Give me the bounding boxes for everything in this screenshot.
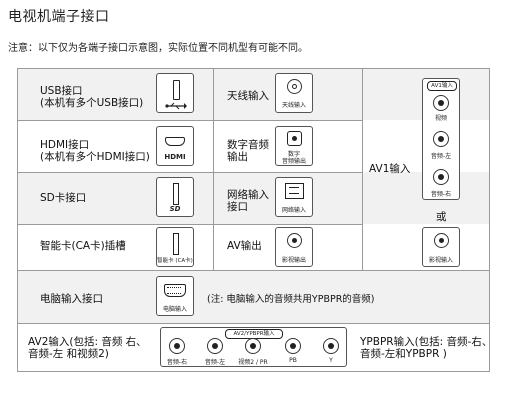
- page-title: 电视机端子接口: [8, 9, 110, 25]
- av1-label: AV1输入: [369, 163, 411, 175]
- av-out-port-icon: 影视输出: [275, 227, 313, 267]
- network-label: 网络输入: [227, 189, 269, 201]
- ypbpr-label-2: 音频-左和YPBPR ): [360, 348, 447, 360]
- table-line: [213, 68, 214, 271]
- av2-label: AV2输入(包括: 音频 右、: [28, 336, 147, 348]
- antenna-label: 天线输入: [227, 90, 269, 102]
- ypbpr-label: YPBPR输入(包括: 音频-右、: [360, 336, 493, 348]
- antenna-port-icon: 天线输入: [275, 73, 313, 113]
- row-bg-5: [17, 271, 489, 323]
- network-caption: 网络输入: [281, 207, 306, 214]
- page-note: 注意：以下仅为各端子接口示意图，实际位置不同机型有可能不同。: [8, 43, 308, 54]
- table-line: [17, 120, 362, 121]
- table-border-bottom: [17, 371, 490, 372]
- pc-input-note: (注: 电脑输入的音频共用YPBPR的音频): [207, 294, 375, 305]
- av1-panel-title: AV1输入: [427, 81, 457, 91]
- av1-audio-left-caption: 音频-左: [430, 153, 452, 160]
- row-bg-1: [17, 69, 489, 120]
- table-line: [17, 270, 490, 271]
- table-line: [362, 68, 363, 271]
- table-border-top: [17, 68, 490, 69]
- av1-alt-port-icon: 影视输入: [422, 227, 460, 267]
- smartcard-slot-icon: 智能卡 (CA卡): [156, 227, 194, 267]
- av2-port-caption: 音频-左: [204, 359, 226, 366]
- smartcard-caption: 智能卡 (CA卡): [157, 258, 193, 264]
- sd-card-slot-icon: SD: [156, 177, 194, 217]
- hdmi-port-icon: HDMI: [156, 126, 194, 166]
- hdmi-sublabel: (本机有多个HDMI接口): [40, 151, 150, 163]
- av1-port-panel: AV1输入 视频 音频-左 音频-右: [422, 78, 460, 200]
- row-bg-3: [17, 172, 489, 224]
- pc-input-label: 电脑输入接口: [40, 293, 103, 305]
- av2-label-2: 音频-左 和视频2): [28, 348, 109, 360]
- vga-port-icon: 电脑输入: [156, 276, 194, 316]
- table-border-right: [489, 68, 490, 372]
- sd-logo: SD: [169, 205, 181, 213]
- digital-audio-caption-2: 音频输出: [281, 158, 306, 165]
- sd-label: SD卡接口: [40, 192, 87, 204]
- av2-port-caption: Y: [329, 357, 333, 364]
- network-port-icon: 网络输入: [275, 177, 313, 217]
- digital-audio-port-icon: 数字 音频输出: [275, 126, 313, 166]
- usb-label: USB接口: [40, 85, 83, 97]
- digital-audio-caption: 数字: [287, 151, 300, 158]
- av1-or-text: 或: [436, 211, 447, 223]
- table-line: [17, 323, 490, 324]
- hdmi-logo: HDMI: [164, 153, 186, 161]
- antenna-port-caption: 天线输入: [281, 102, 306, 109]
- av1-audio-right-caption: 音频-右: [430, 191, 452, 198]
- av2-port-caption: 视频2 / PR: [238, 359, 268, 366]
- table-line: [17, 172, 362, 173]
- usb-port-icon: [156, 73, 194, 113]
- network-label-2: 接口: [227, 201, 248, 213]
- hdmi-label: HDMI接口: [40, 139, 90, 151]
- av2-ypbpr-port-panel: AV2/YPBPR输入 音频-右 音频-左 视频2 / PR PB Y: [160, 327, 347, 367]
- av1-video-caption: 视频: [434, 115, 447, 122]
- av2-port-caption: 音频-右: [166, 359, 188, 366]
- usb-sublabel: (本机有多个USB接口): [40, 97, 144, 109]
- vga-caption: 电脑输入: [162, 306, 187, 313]
- av-out-label: AV输出: [227, 240, 262, 252]
- digital-audio-label: 数字音频: [227, 139, 269, 151]
- av1-alt-caption: 影视输入: [428, 257, 453, 264]
- table-border-left: [17, 68, 18, 372]
- av-out-caption: 影视输出: [281, 257, 306, 264]
- smartcard-label: 智能卡(CA卡)插槽: [40, 240, 126, 252]
- table-line: [17, 224, 362, 225]
- usb-symbol-icon: [165, 102, 187, 110]
- av2-port-caption: PB: [289, 357, 297, 364]
- digital-audio-label-2: 输出: [227, 151, 248, 163]
